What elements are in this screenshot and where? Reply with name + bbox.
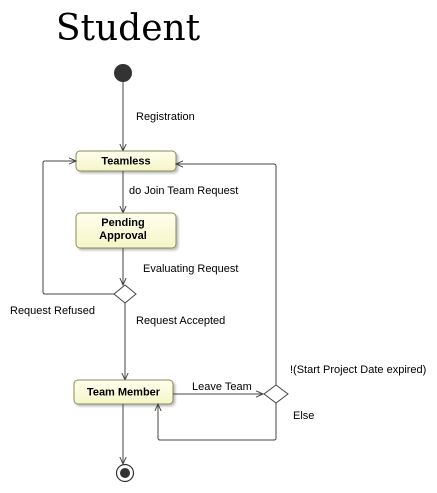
- state-pending-label-line1: Pending: [101, 217, 144, 229]
- initial-state-node: [114, 64, 132, 82]
- accepted-label: Request Accepted: [136, 315, 225, 327]
- state-team-member-label: Team Member: [87, 387, 161, 399]
- decision-request-node: [113, 284, 137, 304]
- join-request-label: do Join Team Request: [129, 185, 238, 197]
- else-transition: [158, 403, 277, 441]
- state-team-member: Team Member: [73, 379, 174, 405]
- project-date-label: !(Start Project Date expired): [290, 364, 426, 376]
- project-date-transition: [176, 164, 277, 385]
- state-teamless: Teamless: [75, 150, 177, 172]
- refused-label: Request Refused: [10, 305, 95, 317]
- final-state-node: [115, 463, 135, 483]
- leave-team-label: Leave Team: [192, 381, 252, 393]
- refused-transition: [42, 161, 114, 295]
- registration-label: Registration: [136, 111, 195, 123]
- else-label: Else: [293, 410, 314, 422]
- decision-project-date-node: [263, 384, 289, 404]
- state-pending-approval: Pending Approval: [75, 212, 177, 249]
- evaluating-label: Evaluating Request: [143, 263, 238, 275]
- state-teamless-label: Teamless: [101, 156, 150, 168]
- diagram-title: Student: [56, 8, 201, 49]
- state-pending-label-line2: Approval: [99, 230, 147, 242]
